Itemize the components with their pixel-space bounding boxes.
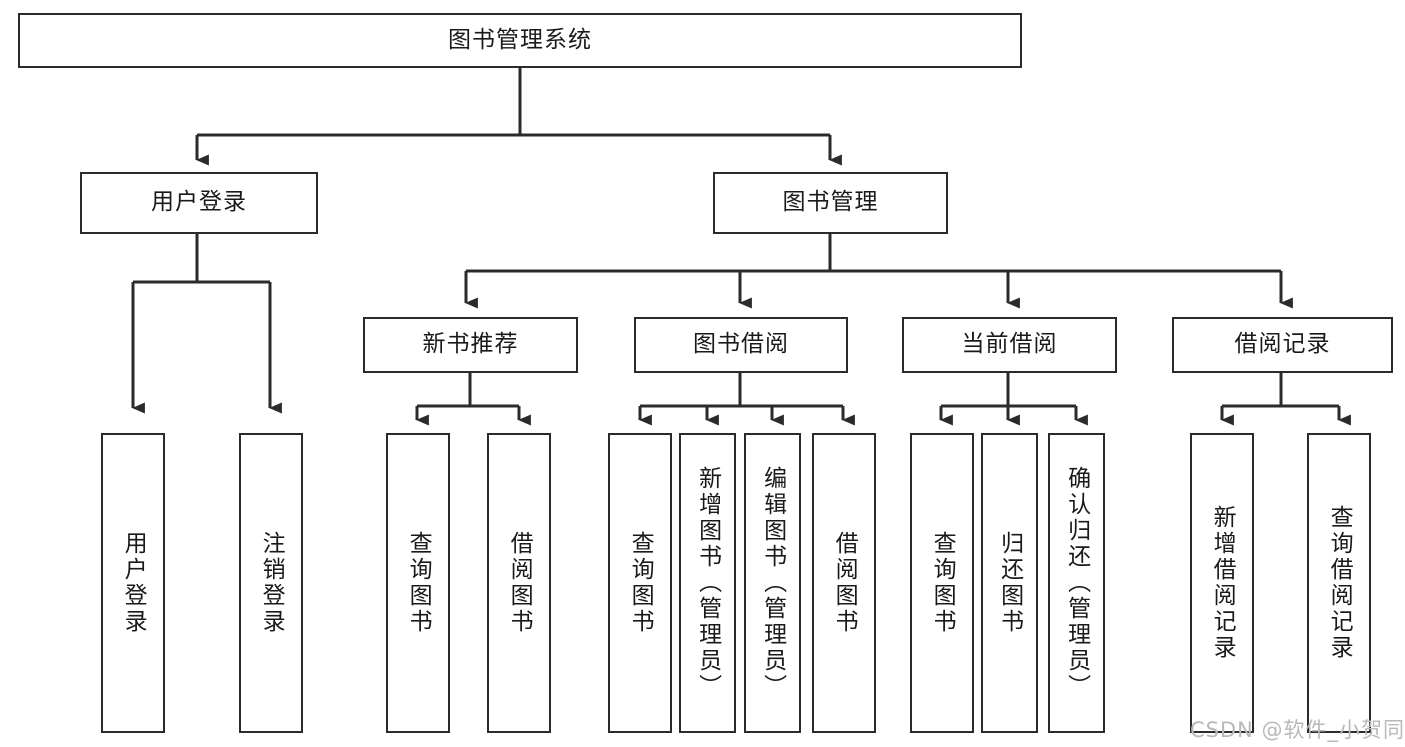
connectors-current-borrow bbox=[939, 373, 1088, 426]
connectors-level-1-2 bbox=[195, 68, 842, 166]
connectors-user-login bbox=[131, 234, 282, 414]
node-book-manage[interactable]: 图书管理 bbox=[713, 172, 948, 234]
connectors-new-book-rec bbox=[415, 373, 531, 426]
node-leaf-confirm-return-label: 确认归还（管理员） bbox=[1063, 466, 1090, 700]
node-book-borrow-label: 图书借阅 bbox=[693, 331, 789, 358]
node-current-borrow[interactable]: 当前借阅 bbox=[902, 317, 1117, 373]
node-user-login[interactable]: 用户登录 bbox=[80, 172, 318, 234]
node-new-book-rec-label: 新书推荐 bbox=[422, 331, 519, 358]
node-leaf-add-book[interactable]: 新增图书（管理员） bbox=[679, 433, 736, 733]
node-leaf-add-record-label: 新增借阅记录 bbox=[1209, 505, 1236, 661]
node-leaf-user-login[interactable]: 用户登录 bbox=[101, 433, 165, 733]
node-leaf-query-book-1-label: 查询图书 bbox=[405, 531, 432, 635]
node-leaf-query-book-1[interactable]: 查询图书 bbox=[386, 433, 450, 733]
node-leaf-confirm-return[interactable]: 确认归还（管理员） bbox=[1048, 433, 1105, 733]
node-leaf-add-record[interactable]: 新增借阅记录 bbox=[1190, 433, 1254, 733]
node-user-login-label: 用户登录 bbox=[151, 189, 247, 216]
node-leaf-edit-book[interactable]: 编辑图书（管理员） bbox=[744, 433, 801, 733]
node-leaf-query-book-3-label: 查询图书 bbox=[929, 531, 956, 635]
node-borrow-record[interactable]: 借阅记录 bbox=[1172, 317, 1393, 373]
node-borrow-record-label: 借阅记录 bbox=[1234, 331, 1331, 358]
csdn-watermark: CSDN @软件_小贺同学 bbox=[1190, 718, 1405, 742]
node-leaf-user-login-label: 用户登录 bbox=[120, 531, 147, 635]
node-leaf-return-book[interactable]: 归还图书 bbox=[981, 433, 1038, 733]
node-leaf-query-book-2-label: 查询图书 bbox=[627, 531, 654, 635]
node-leaf-user-logout[interactable]: 注销登录 bbox=[239, 433, 303, 733]
node-leaf-edit-book-label: 编辑图书（管理员） bbox=[759, 466, 786, 700]
node-leaf-borrow-book-1[interactable]: 借阅图书 bbox=[487, 433, 551, 733]
node-root[interactable]: 图书管理系统 bbox=[18, 13, 1022, 68]
connectors-book-borrow bbox=[638, 373, 855, 426]
connectors-book-manage bbox=[464, 234, 1293, 309]
node-leaf-query-book-2[interactable]: 查询图书 bbox=[608, 433, 672, 733]
node-leaf-add-book-label: 新增图书（管理员） bbox=[694, 466, 721, 700]
node-leaf-return-book-label: 归还图书 bbox=[996, 531, 1023, 635]
node-root-label: 图书管理系统 bbox=[448, 26, 592, 53]
node-leaf-query-record[interactable]: 查询借阅记录 bbox=[1307, 433, 1371, 733]
node-current-borrow-label: 当前借阅 bbox=[961, 331, 1058, 358]
node-book-manage-label: 图书管理 bbox=[782, 189, 879, 216]
node-leaf-user-logout-label: 注销登录 bbox=[258, 531, 285, 635]
node-book-borrow[interactable]: 图书借阅 bbox=[634, 317, 848, 373]
node-new-book-rec[interactable]: 新书推荐 bbox=[363, 317, 578, 373]
node-leaf-borrow-book-1-label: 借阅图书 bbox=[506, 531, 533, 635]
node-leaf-query-book-3[interactable]: 查询图书 bbox=[910, 433, 974, 733]
node-leaf-query-record-label: 查询借阅记录 bbox=[1326, 505, 1353, 661]
connectors-borrow-record bbox=[1220, 373, 1351, 426]
node-leaf-borrow-book-2[interactable]: 借阅图书 bbox=[812, 433, 876, 733]
node-leaf-borrow-book-2-label: 借阅图书 bbox=[831, 531, 858, 635]
